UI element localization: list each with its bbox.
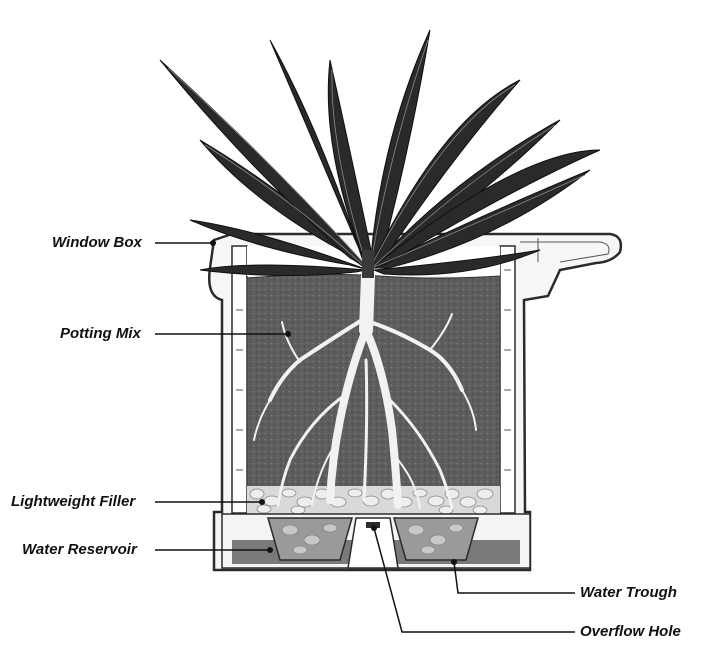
label-lightweight-filler: Lightweight Filler — [11, 493, 136, 510]
plant-stem — [362, 250, 374, 278]
plant-roots — [253, 275, 477, 510]
window-box-inner-wall-left — [231, 245, 248, 514]
overflow-column — [347, 517, 399, 569]
leader-dots — [210, 240, 457, 565]
water-reservoir — [221, 513, 531, 569]
window-box-ribs — [236, 238, 610, 471]
label-water-trough: Water Trough — [580, 584, 677, 601]
water-trough-right — [393, 517, 479, 561]
lightweight-filler — [247, 486, 500, 516]
water-trough-left — [267, 517, 353, 561]
label-water-reservoir: Water Reservoir — [22, 541, 137, 558]
label-potting-mix: Potting Mix — [60, 325, 141, 342]
window-box-inner-wall-right — [499, 245, 516, 514]
overflow-hole — [366, 522, 380, 528]
label-overflow-hole: Overflow Hole — [580, 623, 681, 640]
leader-overflow-hole — [373, 527, 575, 633]
plant-foliage — [159, 29, 601, 278]
leader-water-trough — [453, 561, 575, 594]
leader-lines — [155, 242, 575, 633]
label-window-box: Window Box — [52, 234, 142, 251]
